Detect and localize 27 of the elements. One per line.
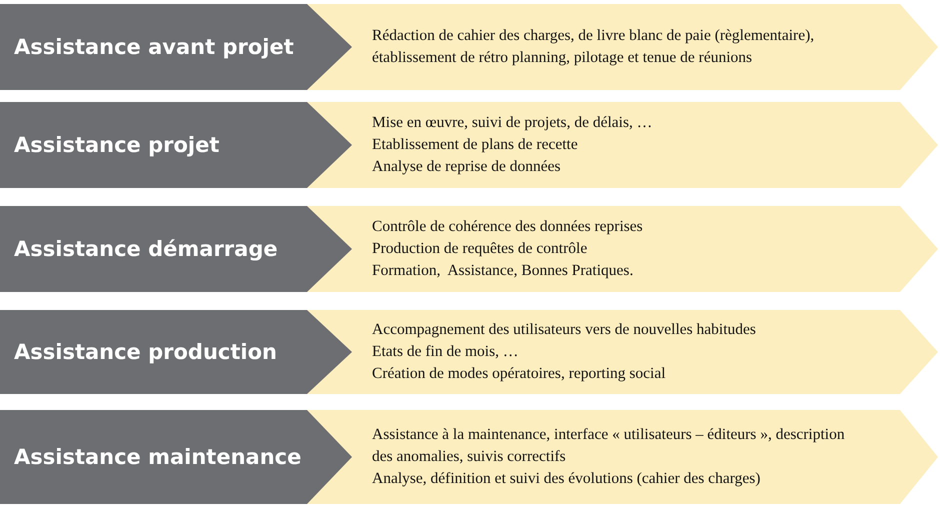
phase-title-band — [0, 310, 352, 394]
description-text: Assistance à la maintenance, interface « utilisateurs – éditeurs », description des anomalies, suivis correctifs — [372, 425, 846, 467]
description-text: Création de modes opératoires, reporting social — [372, 364, 667, 384]
description-band — [305, 102, 938, 188]
phase-title: Assistance avant projet — [14, 34, 294, 61]
description-band — [305, 310, 938, 394]
phase-title-band — [0, 410, 352, 504]
phase-title: Assistance production — [14, 339, 277, 366]
description-text: Etablissement de plans de recette — [372, 135, 579, 155]
phase-title: Assistance projet — [14, 132, 220, 159]
description-text: Mise en œuvre, suivi de projets, de délais, … — [372, 113, 654, 133]
description-text: Accompagnement des utilisateurs vers de nouvelles habitudes — [372, 320, 757, 340]
description-band — [305, 410, 938, 504]
description-band — [305, 4, 938, 90]
description-band — [305, 206, 938, 292]
phase-title-band — [0, 102, 352, 188]
description-text: Etats de fin de mois, … — [372, 342, 520, 362]
description-text: Rédaction de cahier des charges, de livre blanc de paie (règlementaire), établissement de rétro planning, pilotage et tenue de réunions — [372, 26, 816, 68]
description-text: Formation, Assistance, Bonnes Pratiques. — [372, 261, 634, 281]
description-text: Production de requêtes de contrôle — [372, 239, 588, 259]
description-text: Analyse, définition et suivi des évolutions (cahier des charges) — [372, 469, 762, 489]
phase-title: Assistance démarrage — [14, 236, 278, 263]
description-text: Analyse de reprise de données — [372, 157, 562, 177]
description-text: Contrôle de cohérence des données reprises — [372, 217, 644, 237]
phase-title-band — [0, 4, 352, 90]
phase-title: Assistance maintenance — [14, 444, 302, 471]
phase-title-band — [0, 206, 352, 292]
